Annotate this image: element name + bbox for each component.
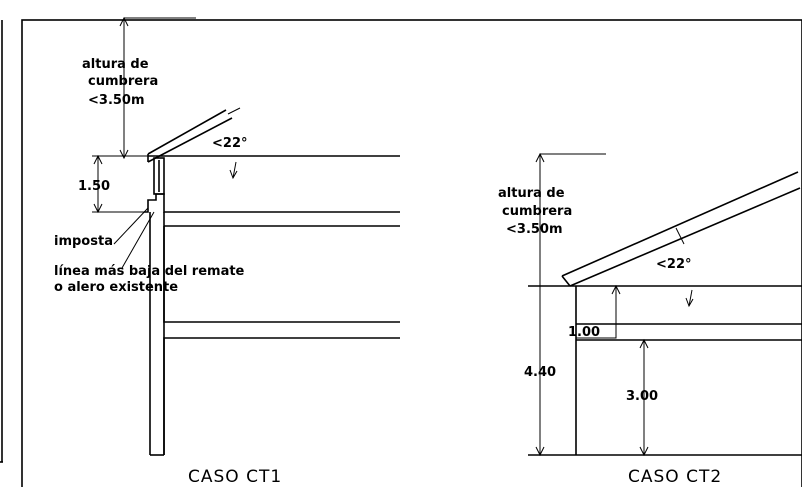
ct2-dim300-arrow-top: [639, 338, 649, 349]
ct2-roof-line-upper: [561, 171, 799, 277]
ct1-dim150-arrow-top: [93, 154, 103, 165]
ct1-angle-arrow: [232, 161, 237, 179]
ct1-imposta-profile: [144, 193, 400, 213]
ct1-imposta-leader: [113, 207, 149, 245]
ct2-dim100-arrow-top: [611, 284, 621, 295]
ct1-height-arrow-bottom: [119, 149, 129, 160]
ct1-dim150-label: 1.50: [78, 179, 110, 194]
ct2-angle-arrow-head: [685, 297, 694, 308]
ct1-roof-line-upper: [147, 117, 233, 163]
ct1-diagram: [92, 16, 400, 456]
ct1-remate-leader: [121, 211, 155, 269]
ct2-dim100-label: 1.00: [568, 325, 600, 340]
ct1-angle-label: <22°: [212, 136, 247, 151]
ct1-angle-arrow-head: [229, 169, 238, 180]
main-frame: [21, 19, 802, 487]
ct2-angle-label: <22°: [656, 257, 691, 272]
ct1-lower-level: [163, 226, 400, 323]
ct2-dim440-label: 4.40: [524, 365, 556, 380]
ct2-dim100-leader: [576, 330, 617, 339]
ct1-height-arrow-top: [119, 16, 129, 27]
ct2-roof-tick: [675, 227, 685, 245]
ct2-roof-end: [561, 275, 571, 287]
ct2-dim440-arrow-bottom: [535, 446, 545, 457]
ct1-height-label-2: cumbrera: [88, 74, 158, 89]
ct2-height-label-2: cumbrera: [502, 204, 572, 219]
ct1-lower-building: [163, 337, 400, 455]
ct1-roof-line-lower: [147, 109, 227, 155]
ct2-height-label-3: <3.50m: [506, 222, 563, 237]
ct2-caption: CASO CT2: [628, 467, 722, 487]
ct1-remate-label-1: línea más baja del remate: [54, 264, 245, 279]
ct1-imposta-label: imposta: [54, 234, 113, 249]
ct1-roof-tick: [227, 107, 241, 115]
ct1-caption: CASO CT1: [188, 467, 282, 487]
ct1-remate-label-2: o alero existente: [54, 280, 178, 295]
ct2-height-label-1: altura de: [498, 186, 565, 201]
ct2-diagram: [528, 152, 802, 457]
ct2-dim300-arrow-bottom: [639, 446, 649, 457]
ct1-height-label-3: <3.50m: [88, 93, 145, 108]
drawing-frames: [0, 19, 802, 487]
ct1-height-label-1: altura de: [82, 57, 149, 72]
ct2-height-arrow-top: [535, 152, 545, 163]
ct2-dim300-label: 3.00: [626, 389, 658, 404]
ct2-angle-arrow: [688, 289, 693, 307]
ct2-roof-line-lower: [569, 187, 801, 287]
